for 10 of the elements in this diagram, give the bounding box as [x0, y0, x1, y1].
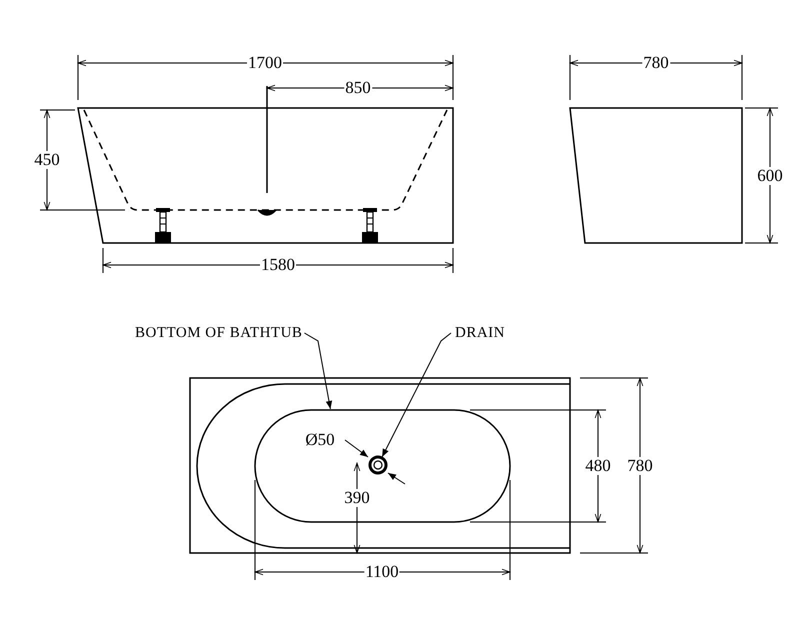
callout-text: BOTTOM OF BATHTUB: [135, 325, 302, 341]
dimension-text: 450: [33, 151, 61, 169]
leader-line: [304, 332, 332, 410]
dimension-text: 390: [343, 489, 371, 507]
leader-line: [382, 332, 452, 458]
callout-text: DRAIN: [455, 325, 505, 341]
dimension-text: 600: [756, 167, 784, 185]
dimension-text: 780: [626, 457, 654, 475]
drain-outline: [368, 456, 388, 474]
dimension-text: 480: [584, 457, 612, 475]
